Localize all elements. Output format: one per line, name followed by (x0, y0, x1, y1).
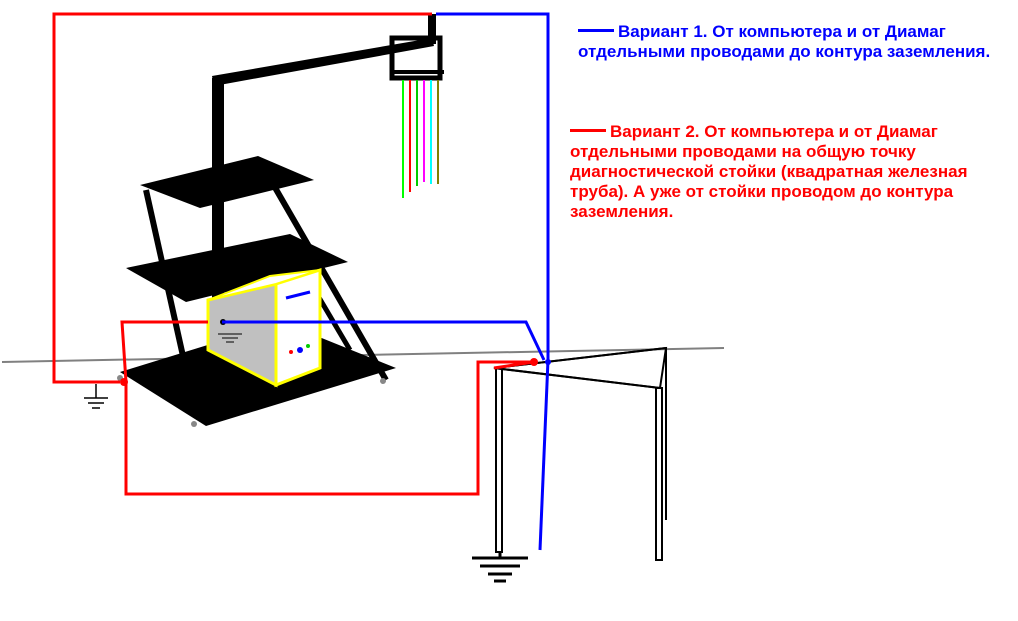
probe-holder-icon (389, 14, 444, 198)
ground-loop-symbol-icon (472, 552, 528, 583)
diagnostic-rack-icon (493, 346, 668, 561)
legend-variant-1-text: Вариант 1. От компьютера и от Диамаг отд… (578, 22, 991, 61)
red-swatch-icon (570, 129, 606, 133)
legend-variant-2: Вариант 2. От компьютера и от Диамаг отд… (570, 122, 1010, 222)
computer-case-icon (206, 267, 322, 388)
legend-variant-1: Вариант 1. От компьютера и от Диамаг отд… (578, 22, 1008, 62)
red-junction-icon (120, 378, 128, 386)
red-wiring (52, 12, 535, 496)
ground-symbol-icon (84, 384, 108, 409)
blue-swatch-icon (578, 29, 614, 33)
rack-junction-icon (530, 358, 538, 366)
legend-variant-2-text: Вариант 2. От компьютера и от Диамаг отд… (570, 122, 968, 221)
blue-junction-icon (545, 359, 551, 365)
blue-wiring (222, 12, 550, 551)
